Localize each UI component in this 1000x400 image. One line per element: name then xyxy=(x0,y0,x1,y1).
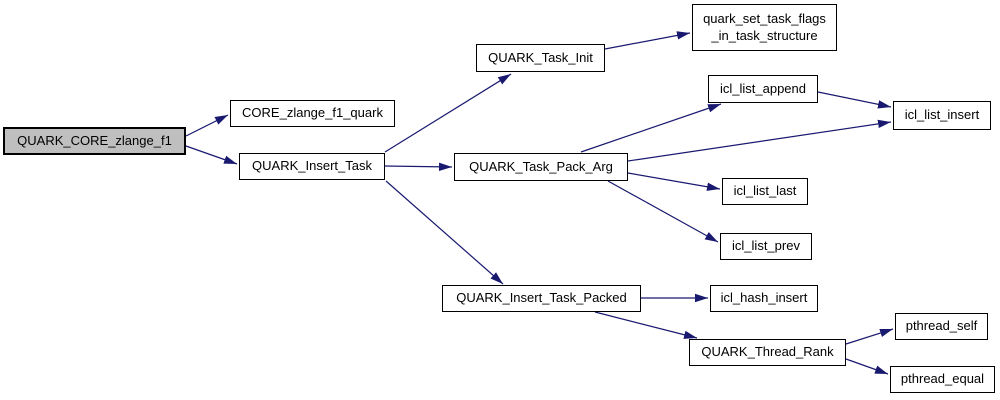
node-quark-insert-task-packed[interactable]: QUARK_Insert_Task_Packed xyxy=(442,285,641,312)
edge-icl-list-append-to-icl-list-insert xyxy=(817,91,892,109)
node-label: CORE_zlange_f1_quark xyxy=(242,105,383,121)
edge-quark-insert-task-packed-to-quark-thread-rank xyxy=(594,311,698,339)
node-quark-thread-rank[interactable]: QUARK_Thread_Rank xyxy=(689,339,846,366)
node-label: QUARK_Insert_Task_Packed xyxy=(456,290,627,306)
edge-quark-task-pack-arg-to-icl-list-insert xyxy=(627,119,892,162)
edge-quark-core-zlange-f1-to-quark-insert-task xyxy=(185,145,238,165)
edge-quark-core-zlange-f1-to-core-zlange-f1-quark xyxy=(185,114,229,137)
edge-quark-task-init-to-quark-set-task-flags-in-task-structure xyxy=(604,31,691,50)
node-label: icl_list_prev xyxy=(732,238,800,254)
edge-quark-task-pack-arg-to-icl-list-prev xyxy=(607,180,719,243)
node-quark-insert-task[interactable]: QUARK_Insert_Task xyxy=(239,153,385,180)
node-quark-core-zlange-f1: QUARK_CORE_zlange_f1 xyxy=(3,127,186,155)
node-label: QUARK_Task_Init xyxy=(488,49,593,65)
node-pthread-self[interactable]: pthread_self xyxy=(895,313,988,340)
node-icl-list-prev[interactable]: icl_list_prev xyxy=(720,233,812,260)
node-label: icl_hash_insert xyxy=(720,290,808,306)
node-icl-list-insert[interactable]: icl_list_insert xyxy=(893,101,991,130)
edge-quark-insert-task-to-quark-task-pack-arg xyxy=(384,162,453,172)
node-label: QUARK_Thread_Rank xyxy=(701,344,834,360)
node-label: pthread_self xyxy=(905,318,978,334)
node-label: quark_set_task_flags xyxy=(703,10,826,26)
node-label: QUARK_Task_Pack_Arg xyxy=(469,158,613,174)
node-quark-task-init[interactable]: QUARK_Task_Init xyxy=(476,44,605,72)
node-label: icl_list_append xyxy=(719,80,806,96)
node-quark-task-pack-arg[interactable]: QUARK_Task_Pack_Arg xyxy=(454,153,628,181)
node-label: icl_list_last xyxy=(733,183,797,199)
node-label: pthread_equal xyxy=(900,371,985,387)
edge-quark-thread-rank-to-pthread-equal xyxy=(845,358,889,375)
edge-quark-task-pack-arg-to-icl-list-append xyxy=(580,103,722,153)
node-icl-hash-insert[interactable]: icl_hash_insert xyxy=(710,285,818,312)
node-icl-list-last[interactable]: icl_list_last xyxy=(722,178,808,205)
node-icl-list-append[interactable]: icl_list_append xyxy=(708,75,818,103)
node-label: QUARK_CORE_zlange_f1 xyxy=(17,132,172,148)
edge-quark-insert-task-to-quark-insert-task-packed xyxy=(385,180,504,285)
edge-quark-insert-task-to-quark-task-init xyxy=(384,73,512,153)
node-label: _in_task_structure xyxy=(711,27,818,43)
node-label: icl_list_insert xyxy=(904,107,980,123)
node-label: QUARK_Insert_Task xyxy=(252,158,372,174)
node-pthread-equal[interactable]: pthread_equal xyxy=(890,366,995,393)
node-core-zlange-f1-quark[interactable]: CORE_zlange_f1_quark xyxy=(230,100,395,127)
edge-quark-thread-rank-to-pthread-self xyxy=(845,328,894,345)
edge-quark-task-pack-arg-to-icl-list-last xyxy=(627,172,721,191)
node-quark-set-task-flags-in-task-structure[interactable]: quark_set_task_flags_in_task_structure xyxy=(692,4,837,51)
